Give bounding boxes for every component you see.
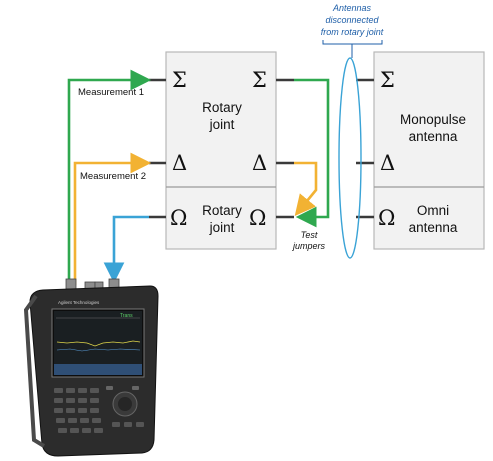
- key: [78, 398, 87, 403]
- rotary-knob-center: [118, 397, 132, 411]
- key: [66, 398, 75, 403]
- measurement-2-path: [73, 152, 152, 285]
- rotary-joint-upper-label-2: joint: [209, 117, 235, 132]
- test-jumpers-label-2: jumpers: [292, 241, 326, 251]
- key: [92, 418, 101, 423]
- omni-antenna-label-2: antenna: [409, 220, 458, 235]
- key: [94, 428, 103, 433]
- key: [106, 386, 113, 390]
- key: [124, 422, 132, 427]
- key: [132, 386, 139, 390]
- rj-omega-in-symbol: Ω: [170, 206, 187, 230]
- rotary-joint-upper-label-1: Rotary: [202, 100, 242, 115]
- screen-tag: Trans: [120, 313, 133, 319]
- key: [90, 398, 99, 403]
- rj-omega-out-symbol: Ω: [249, 206, 266, 230]
- rotary-joint-box: [165, 51, 277, 250]
- annotation-line-2: disconnected: [325, 15, 379, 25]
- rj-sigma-out-symbol: Σ: [252, 68, 267, 92]
- annotation-line-3: from rotary joint: [321, 27, 384, 37]
- screen-softkey-bar: [54, 364, 142, 375]
- connector-port-1: [65, 278, 77, 290]
- annotation-bracket: [322, 40, 383, 45]
- ant-omega-symbol: Ω: [378, 206, 395, 230]
- analyzer-keypad: [54, 386, 139, 433]
- measurement-1-path: [67, 69, 152, 285]
- disconnect-ellipse: [338, 57, 362, 259]
- key: [68, 418, 77, 423]
- key: [136, 422, 144, 427]
- orange-jumper-path: [294, 161, 318, 217]
- measurement-2-label: Measurement 2: [80, 171, 146, 182]
- key: [54, 388, 63, 393]
- rj-delta-in-symbol: Δ: [172, 151, 187, 175]
- key: [54, 398, 63, 403]
- rj-delta-out-symbol: Δ: [252, 151, 267, 175]
- key: [90, 408, 99, 413]
- antenna-box: [373, 51, 485, 250]
- key: [90, 388, 99, 393]
- rotary-joint-lower-label-2: joint: [209, 220, 235, 235]
- key: [54, 408, 63, 413]
- monopulse-antenna-label-1: Monopulse: [400, 112, 466, 127]
- annotation-line-1: Antennas: [332, 3, 372, 13]
- key: [66, 388, 75, 393]
- key: [66, 408, 75, 413]
- key: [80, 418, 89, 423]
- measurement-1-label: Measurement 1: [78, 87, 144, 98]
- key: [78, 408, 87, 413]
- green-jumper-path: [294, 78, 330, 228]
- handheld-analyzer: Agilent Technologies Trans: [23, 278, 159, 457]
- trace-yellow: [56, 340, 141, 347]
- key: [82, 428, 91, 433]
- key: [70, 428, 79, 433]
- trace-blue: [56, 348, 141, 352]
- key: [78, 388, 87, 393]
- omni-port-path: [103, 215, 149, 284]
- analyzer-brand: Agilent Technologies: [58, 300, 100, 305]
- omni-antenna-label-1: Omni: [417, 203, 449, 218]
- key: [56, 418, 65, 423]
- ant-sigma-symbol: Σ: [380, 68, 395, 92]
- analyzer-strap: [23, 294, 46, 448]
- rj-sigma-in-symbol: Σ: [172, 68, 187, 92]
- rotary-joint-lower-label-1: Rotary: [202, 203, 242, 218]
- monopulse-antenna-label-2: antenna: [409, 129, 458, 144]
- test-jumpers-label-1: Test: [301, 230, 318, 240]
- key: [112, 422, 120, 427]
- key: [58, 428, 67, 433]
- ant-delta-symbol: Δ: [380, 151, 395, 175]
